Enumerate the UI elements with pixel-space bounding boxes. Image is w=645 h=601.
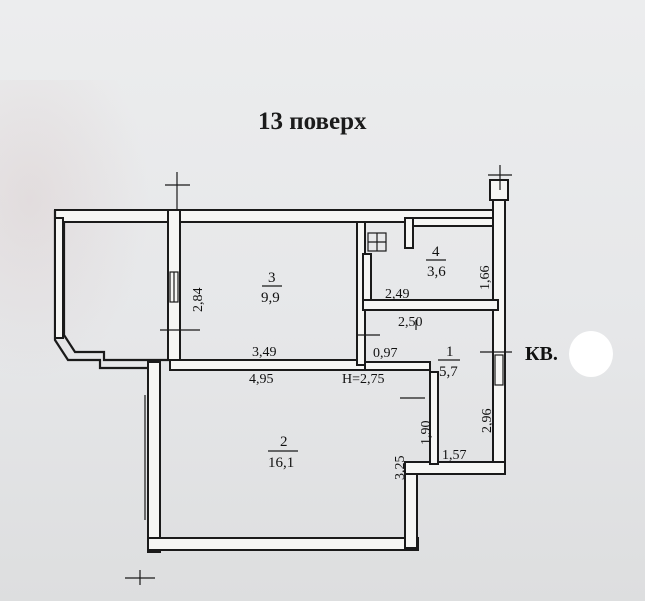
apartment-number-cover: [569, 331, 613, 377]
room-3-area: 9,9: [261, 290, 280, 306]
floor-title: 13 поверх: [258, 108, 367, 135]
outer-walls: [53, 179, 509, 553]
vent-grid-icon: [367, 232, 387, 252]
dim-hall-height: 2,96: [480, 409, 495, 434]
room-2-number: 2: [280, 434, 288, 450]
room-1-label: 1 5,7: [438, 344, 460, 380]
apartment-label: КВ.: [525, 343, 558, 365]
dim-room3-height: 2,84: [191, 288, 206, 313]
dim-hall-inner: 1,90: [419, 421, 434, 446]
door-marks: [144, 271, 504, 520]
room-2-area: 16,1: [268, 455, 294, 471]
dim-hall-bottom: 1,57: [442, 448, 467, 463]
dim-room4-height: 1,66: [478, 266, 493, 291]
dim-room2-depth: 3,25: [393, 456, 408, 481]
room-4-area: 3,6: [427, 264, 446, 280]
grid-ticks: [125, 165, 512, 585]
dim-room3-width: 3,49: [252, 345, 277, 360]
room-1-number: 1: [446, 344, 454, 360]
room-2-label: 2 16,1: [268, 434, 298, 471]
room-1-area: 5,7: [439, 364, 458, 380]
room-4-label: 4 3,6: [426, 244, 446, 280]
room-3-number: 3: [268, 270, 276, 286]
room-4-number: 4: [432, 244, 440, 260]
ceiling-height: Н=2,75: [342, 372, 385, 387]
dim-room4-width: 2,49: [385, 287, 410, 302]
dim-door-gap: 0,97: [373, 346, 398, 361]
dim-room2-width: 4,95: [249, 372, 274, 387]
room-3-label: 3 9,9: [261, 270, 282, 306]
dim-hall-width: 2,50: [398, 315, 423, 330]
